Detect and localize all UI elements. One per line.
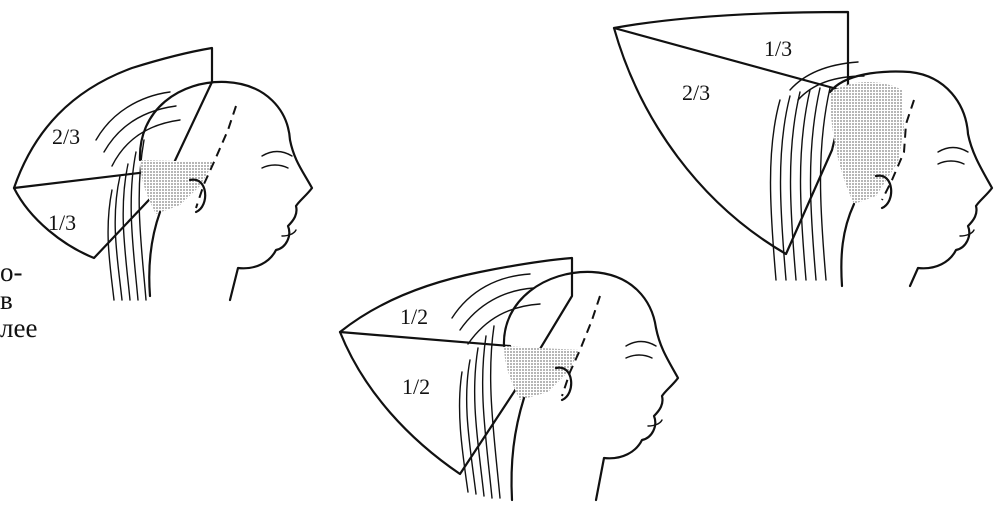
brow-right [938,148,968,153]
section-outline-left [14,48,212,258]
fraction-upper-right: 1/3 [764,36,792,61]
edge-text-line-1: о- [0,258,23,286]
mouth-right [960,230,974,236]
hairline-left [196,106,236,208]
neck-back-center [512,398,525,500]
fraction-lower-left: 1/3 [48,210,76,235]
hairline-center [562,296,600,396]
neck-back-left [149,212,160,296]
fraction-upper-center: 1/2 [400,304,428,329]
edge-text-line-3: лее [0,314,37,342]
neck-back-right [841,204,854,286]
nape-shade-right [830,82,904,204]
figure-left: 2/3 1/3 [14,48,312,300]
fraction-lower-right: 2/3 [682,80,710,105]
fraction-lower-center: 1/2 [402,374,430,399]
eye-left [262,165,288,168]
eye-right [938,161,964,164]
eye-center [626,355,652,358]
figure-center: 1/2 1/2 [340,258,678,500]
section-divider-right [614,28,848,92]
edge-text-line-2: в [0,286,13,314]
fraction-upper-left: 2/3 [52,124,80,149]
brow-center [626,342,656,347]
brow-left [262,152,292,157]
figure-right: 1/3 2/3 [614,12,992,286]
section-divider-center [340,332,510,346]
